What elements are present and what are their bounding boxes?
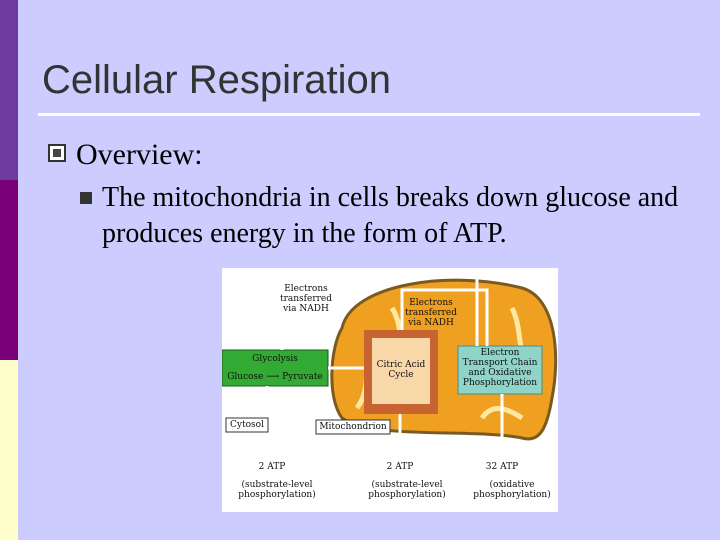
electrons-nadh-label-1: Electrons transferred via NADH [279, 284, 333, 314]
atp-label-3: 32 ATP [485, 462, 519, 472]
bullet-overview-text: Overview: [76, 138, 203, 171]
filled-square-bullet-icon [80, 192, 92, 204]
diagram-graphics [222, 274, 558, 458]
electrons-nadh-label-2: Electrons transferred via NADH [404, 298, 458, 328]
bullet-mitochondria: The mitochondria in cells breaks down gl… [80, 180, 680, 252]
bullet-mitochondria-text: The mitochondria in cells breaks down gl… [102, 182, 679, 249]
etc-box [457, 345, 543, 395]
cytosol-box [225, 417, 269, 433]
cellular-respiration-diagram: Electrons transferred via NADH Electrons… [222, 268, 558, 512]
square-bullet-icon [48, 144, 66, 162]
glucose-pyruvate-label: Glucose ⟶ Pyruvate [227, 372, 323, 382]
nadh-arrow-1 [280, 274, 479, 350]
title-divider [38, 113, 700, 116]
substrate-level-label-1: (substrate-level phosphorylation) [238, 480, 316, 500]
oxidative-label: (oxidative phosphorylation) [473, 480, 551, 500]
citric-acid-label: Citric Acid Cycle [376, 360, 426, 380]
etc-label: Electron Transport Chain and Oxidative P… [462, 348, 538, 388]
mitochondrion-label: Mitochondrion [319, 422, 387, 432]
left-accent-top [0, 0, 18, 180]
atp-label-1: 2 ATP [258, 462, 286, 472]
cytosol-label: Cytosol [230, 420, 264, 430]
slide-title: Cellular Respiration [42, 58, 392, 102]
glycolysis-label: Glycolysis [252, 354, 298, 364]
left-accent-bottom [0, 360, 18, 540]
glycolysis-box [222, 349, 329, 387]
substrate-level-label-2: (substrate-level phosphorylation) [368, 480, 446, 500]
nadh-arrow-2 [400, 288, 489, 346]
atp-label-2: 2 ATP [386, 462, 414, 472]
mitochondrion-label-box [315, 419, 391, 435]
left-accent-middle [0, 180, 18, 360]
citric-acid-inner [372, 338, 430, 404]
bullet-overview: Overview: [48, 138, 203, 172]
